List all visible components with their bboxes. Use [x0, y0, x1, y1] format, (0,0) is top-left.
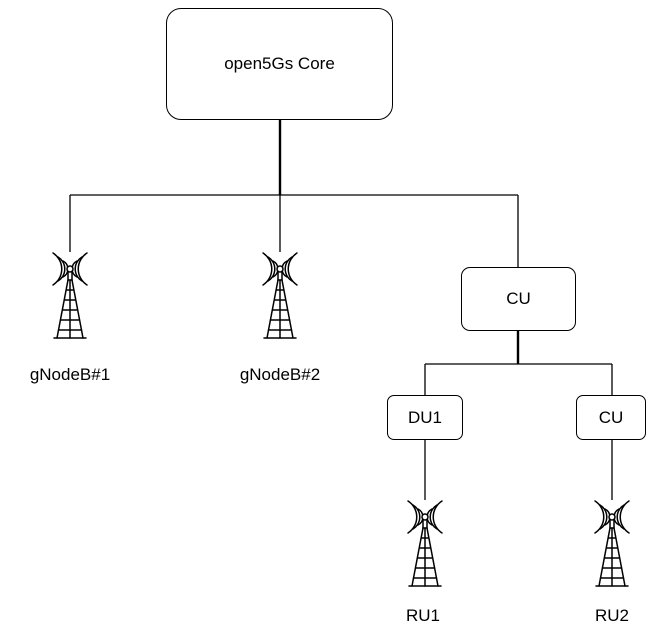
ru1-label: RU1: [405, 606, 441, 625]
radio-tower-icon: [594, 500, 630, 587]
du1-node[interactable]: DU1: [387, 395, 463, 440]
cu2-label: CU: [598, 407, 624, 427]
du1-label: DU1: [407, 407, 442, 427]
radio-tower-icon: [407, 500, 443, 587]
core-node[interactable]: open5Gs Core: [166, 8, 393, 120]
core-label: open5Gs Core: [224, 54, 335, 73]
gnodeb2-label: gNodeB#2: [239, 365, 321, 384]
ru2-label: RU2: [594, 606, 630, 625]
cu-label: CU: [506, 289, 531, 308]
radio-tower-icon: [262, 252, 298, 339]
radio-tower-icon: [52, 252, 88, 339]
gnodeb1-label: gNodeB#1: [29, 365, 111, 384]
cu2-node[interactable]: CU: [576, 395, 646, 440]
connectors: [69, 120, 613, 500]
cu-node[interactable]: CU: [461, 267, 576, 331]
